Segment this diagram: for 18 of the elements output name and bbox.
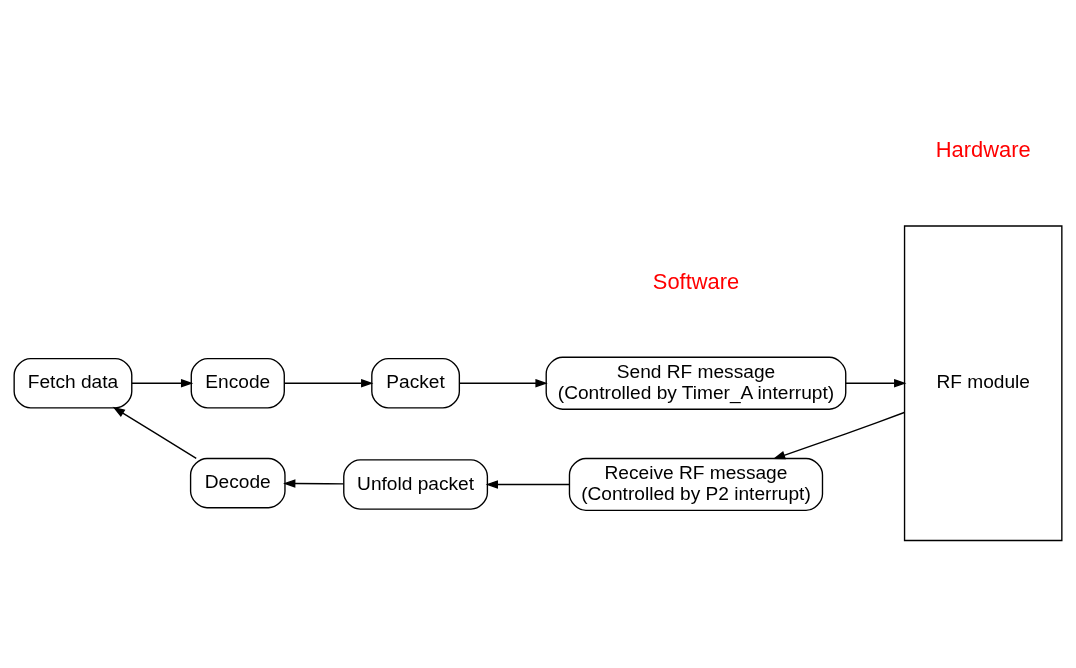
node-box: Encode xyxy=(190,357,285,409)
node-box: Packet xyxy=(371,357,461,409)
label: Software xyxy=(652,268,740,294)
node-box: Receive RF message (Controlled by P2 interrupt) xyxy=(568,457,824,512)
label: Hardware xyxy=(935,137,1031,163)
arrow xyxy=(485,480,571,489)
arrow xyxy=(459,378,548,388)
arrow xyxy=(131,378,194,388)
node-box: Decode xyxy=(189,457,286,509)
arrow xyxy=(845,378,907,388)
node-box: Send RF message (Controlled by Timer_A interrupt) xyxy=(545,356,847,410)
arrow xyxy=(284,378,374,388)
node-box: Fetch data xyxy=(13,357,133,409)
arrow xyxy=(772,411,905,460)
node-box: Unfold packet xyxy=(343,459,489,510)
arrow xyxy=(283,479,345,488)
node-box: RF module xyxy=(903,225,1063,542)
arrow xyxy=(112,406,197,460)
